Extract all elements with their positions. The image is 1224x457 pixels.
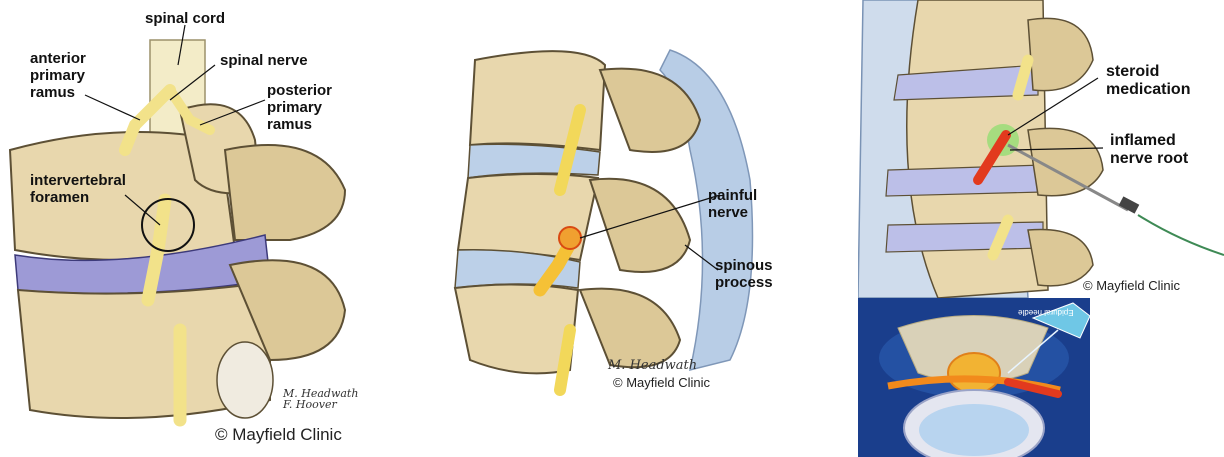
label-steroid-medication: steroid medication (1106, 63, 1190, 99)
disc-3 (886, 222, 1043, 252)
label-intervertebral-foramen: intervertebral foramen (30, 172, 126, 206)
artist-signature: M. Headwath (608, 358, 697, 373)
inflammation-spot (559, 227, 581, 249)
label-epidural-needle: Epidural needle (1018, 308, 1074, 317)
label-spinal-nerve: spinal nerve (220, 52, 308, 69)
copyright-text: © Mayfield Clinic (215, 425, 342, 445)
spine-anatomy-diagram: spinal cord anterior primary ramus spina… (0, 0, 400, 457)
disc-nucleus (919, 404, 1029, 456)
label-posterior-primary-ramus: posterior primary ramus (267, 82, 332, 133)
steroid-injection-diagram: steroid medication inflamed nerve root ©… (858, 0, 1224, 298)
epidural-cross-section-image: Epidural needle (858, 298, 1090, 457)
lower-facet (217, 342, 273, 418)
epidural-cross-section-illustration (858, 298, 1090, 457)
vertebral-column (907, 0, 1048, 298)
process-middle (590, 179, 690, 272)
label-spinous-process: spinous process (715, 257, 773, 291)
upper-spinous-process (225, 145, 345, 240)
painful-nerve-diagram: painful nerve spinous process M. Headwat… (430, 30, 790, 420)
needle-hub (1119, 196, 1140, 213)
vertebra-top (470, 51, 605, 150)
artist-signature: M. Headwath F. Hoover (283, 388, 358, 410)
label-painful-nerve: painful nerve (708, 187, 757, 221)
needle-tube (1138, 215, 1224, 255)
disc-top (468, 144, 600, 178)
copyright-text: © Mayfield Clinic (1083, 278, 1180, 293)
spinal-canal (948, 353, 1000, 393)
label-spinal-cord: spinal cord (145, 10, 225, 27)
copyright-text: © Mayfield Clinic (613, 375, 710, 390)
disc-2 (886, 165, 1043, 196)
label-inflamed-nerve-root: inflamed nerve root (1110, 132, 1188, 168)
label-anterior-primary-ramus: anterior primary ramus (30, 50, 86, 101)
process-lower (580, 289, 680, 368)
